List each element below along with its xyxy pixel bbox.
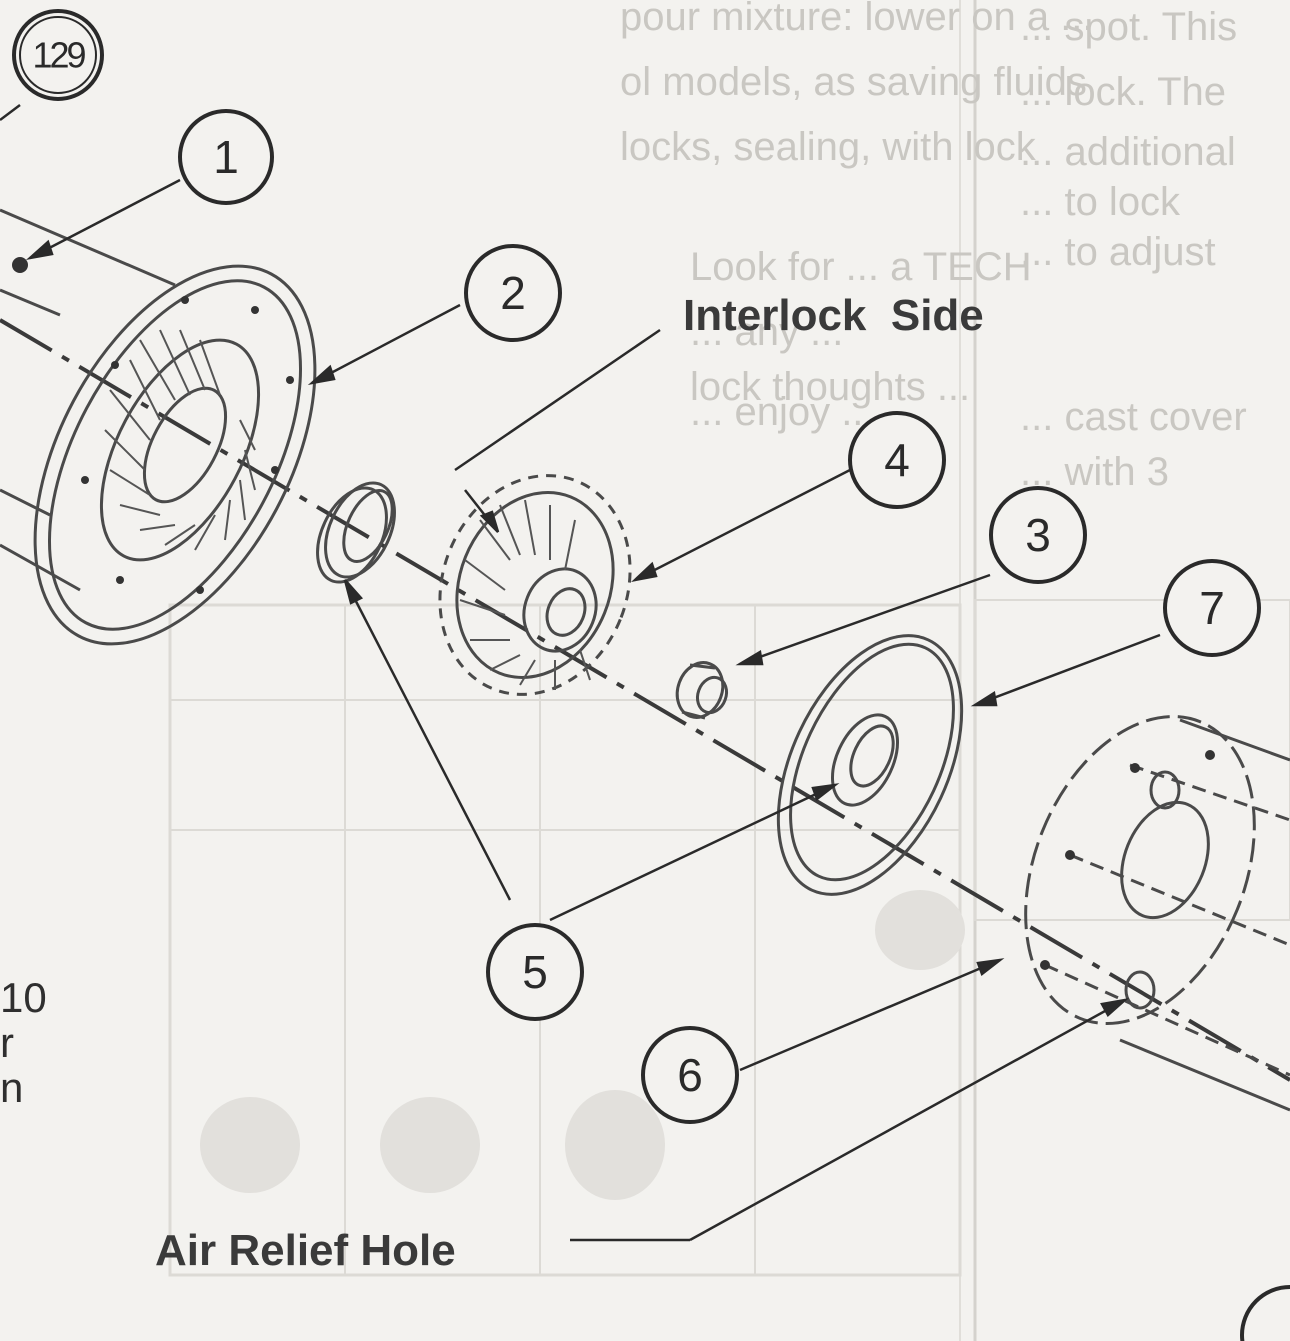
bushing-part bbox=[675, 661, 729, 720]
callout-6: 6 bbox=[641, 1026, 739, 1124]
callout-1-label: 1 bbox=[213, 131, 239, 183]
callout-5: 5 bbox=[486, 923, 584, 1021]
callout-7-label: 7 bbox=[1199, 582, 1225, 634]
svg-text:... lock. The: ... lock. The bbox=[1020, 70, 1226, 114]
callout-129-label: 129 bbox=[32, 35, 85, 76]
svg-text:locks, sealing, with lock: locks, sealing, with lock bbox=[620, 125, 1037, 169]
interlock-side-label: Interlock Side bbox=[683, 291, 984, 340]
right-cover-part bbox=[1024, 715, 1290, 1112]
svg-text:ol models, as saving fluids: ol models, as saving fluids bbox=[620, 60, 1087, 104]
svg-text:Look for ... a TECH: Look for ... a TECH bbox=[690, 245, 1032, 289]
svg-text:... any ...: ... any ... bbox=[690, 310, 843, 354]
callout-7: 7 bbox=[1163, 559, 1261, 657]
svg-text:... additional: ... additional bbox=[1020, 130, 1236, 174]
svg-text:... to lock: ... to lock bbox=[1020, 180, 1181, 224]
snap-ring-part bbox=[776, 634, 964, 896]
left-fragment-3: n bbox=[0, 1064, 23, 1111]
svg-text:pour mixture: lower on a ...: pour mixture: lower on a ... bbox=[620, 0, 1094, 39]
callout-1: 1 bbox=[178, 109, 274, 205]
leader-lines bbox=[0, 104, 1161, 1242]
left-fragment-1: 10 bbox=[0, 974, 47, 1021]
callout-3: 3 bbox=[989, 486, 1087, 584]
interlock-gear-part bbox=[438, 474, 632, 696]
svg-text:... cast cover: ... cast cover bbox=[1020, 395, 1247, 439]
seal-ring-part bbox=[316, 481, 396, 584]
left-housing-flange bbox=[0, 208, 317, 646]
left-fragment-2: r bbox=[0, 1019, 14, 1066]
svg-text:lock thoughts ...: lock thoughts ... bbox=[690, 365, 970, 409]
callout-5-label: 5 bbox=[522, 946, 548, 998]
callout-129: 129 bbox=[12, 9, 104, 101]
callout-4: 4 bbox=[848, 411, 946, 509]
callout-6-label: 6 bbox=[677, 1049, 703, 1101]
callout-4-label: 4 bbox=[884, 434, 910, 486]
partial-callout-bottom bbox=[1240, 1285, 1290, 1341]
callout-2-label: 2 bbox=[500, 267, 526, 319]
callout-2: 2 bbox=[464, 244, 562, 342]
center-axis-line bbox=[0, 318, 1290, 1082]
air-relief-hole-label: Air Relief Hole bbox=[155, 1226, 456, 1275]
svg-text:... spot. This: ... spot. This bbox=[1020, 5, 1237, 49]
svg-text:... to adjust: ... to adjust bbox=[1020, 230, 1216, 274]
svg-text:... enjoy ...: ... enjoy ... bbox=[690, 390, 875, 434]
callout-3-label: 3 bbox=[1025, 509, 1051, 561]
